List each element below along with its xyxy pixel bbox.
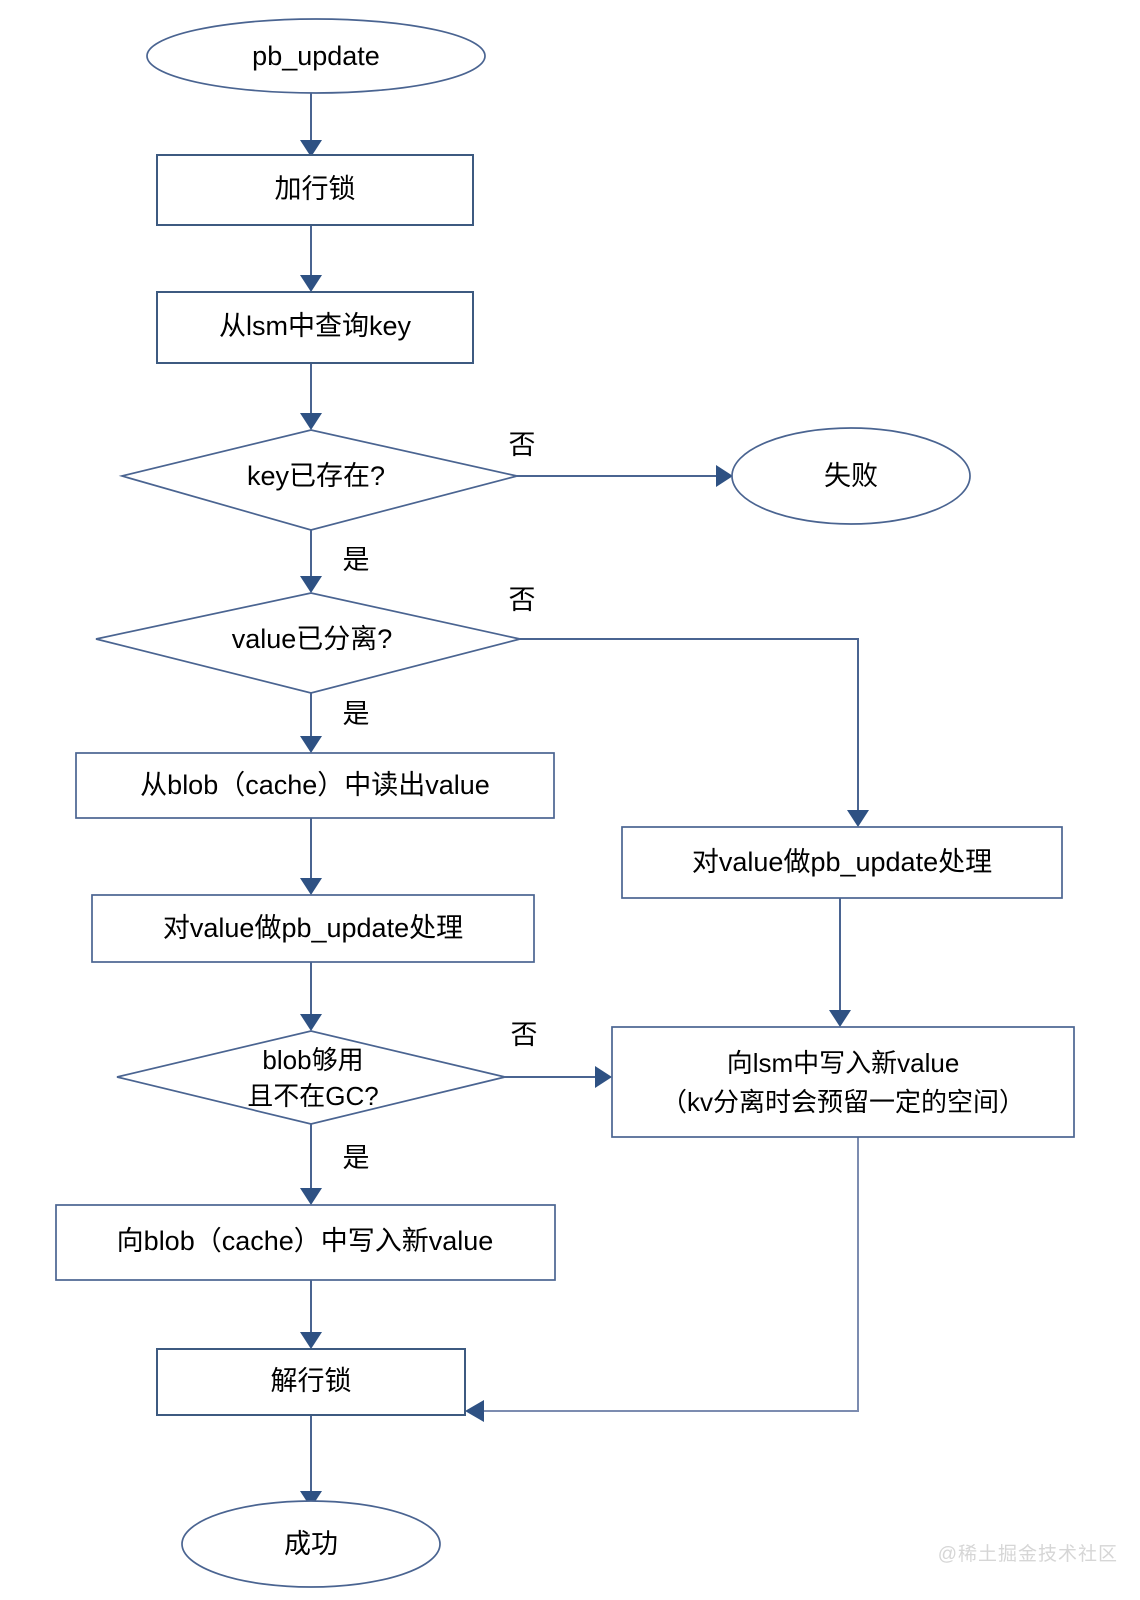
node-write-blob[interactable]: 向blob（cache）中写入新value — [55, 1204, 556, 1281]
edge-unlock-to-success — [300, 1415, 322, 1508]
node-read-blob[interactable]: 从blob（cache）中读出value — [75, 752, 555, 819]
pb-update-right-label: 对value做pb_update处理 — [692, 847, 992, 877]
pb-update-right-box[interactable] — [621, 826, 1063, 899]
start-ellipse[interactable] — [146, 18, 486, 94]
edge-start-to-lock — [300, 92, 322, 157]
edge-value-split-to-read-blob — [300, 693, 322, 753]
edge-label-blob-ok-yes: 是 — [343, 1143, 370, 1173]
connectors — [300, 92, 869, 1508]
edge-blob-ok-to-write-lsm — [505, 1066, 612, 1088]
query-box[interactable] — [156, 291, 474, 364]
fail-ellipse[interactable] — [731, 427, 971, 525]
edge-key-exists-to-value-split — [300, 530, 322, 593]
node-value-split[interactable]: value已分离? — [95, 592, 521, 694]
pb-update-left-label: 对value做pb_update处理 — [163, 913, 463, 943]
node-query[interactable]: 从lsm中查询key — [156, 291, 474, 364]
edge-value-split-to-pb-update-right — [520, 638, 869, 827]
edge-key-exists-to-fail — [517, 465, 733, 487]
query-label: 从lsm中查询key — [219, 311, 412, 341]
read-blob-label: 从blob（cache）中读出value — [140, 770, 490, 800]
node-fail[interactable]: 失败 — [731, 427, 971, 525]
lock-box[interactable] — [156, 154, 474, 226]
edge-query-to-key-exists — [300, 363, 322, 430]
edge-label-value-split-yes: 是 — [343, 699, 370, 729]
edge-pb-update-left-to-blob-ok — [300, 962, 322, 1031]
edge-read-blob-to-pb-update-left — [300, 818, 322, 895]
write-lsm-label-line2: （kv分离时会预留一定的空间） — [661, 1087, 1025, 1117]
node-lock[interactable]: 加行锁 — [156, 154, 474, 226]
blob-ok-diamond[interactable] — [116, 1030, 506, 1125]
edge-label-key-exists-yes: 是 — [343, 545, 370, 575]
edge-pb-update-right-to-write-lsm — [829, 898, 851, 1027]
blob-ok-label-line1: blob够用 — [262, 1045, 363, 1075]
node-pb-update-left[interactable]: 对value做pb_update处理 — [91, 894, 535, 963]
unlock-label: 解行锁 — [271, 1366, 352, 1396]
node-blob-ok[interactable]: blob够用 且不在GC? — [116, 1030, 506, 1125]
write-blob-label: 向blob（cache）中写入新value — [117, 1226, 494, 1256]
read-blob-box[interactable] — [75, 752, 555, 819]
write-blob-box[interactable] — [55, 1204, 556, 1281]
node-unlock[interactable]: 解行锁 — [156, 1348, 466, 1416]
lock-label: 加行锁 — [275, 174, 356, 204]
success-ellipse[interactable] — [181, 1500, 441, 1588]
node-success[interactable]: 成功 — [181, 1500, 441, 1588]
blob-ok-label-line2: 且不在GC? — [247, 1081, 378, 1111]
node-start[interactable]: pb_update — [146, 18, 486, 94]
write-lsm-label-line1: 向lsm中写入新value — [727, 1048, 960, 1078]
start-label: pb_update — [252, 41, 380, 71]
value-split-diamond[interactable] — [95, 592, 521, 694]
node-key-exists[interactable]: key已存在? — [118, 429, 518, 531]
edge-lock-to-query — [300, 225, 322, 292]
write-lsm-box[interactable] — [611, 1026, 1075, 1138]
pb-update-left-box[interactable] — [91, 894, 535, 963]
edge-write-blob-to-unlock — [300, 1280, 322, 1349]
node-write-lsm[interactable]: 向lsm中写入新value （kv分离时会预留一定的空间） — [611, 1026, 1075, 1138]
key-exists-diamond[interactable] — [118, 429, 518, 531]
node-pb-update-right[interactable]: 对value做pb_update处理 — [621, 826, 1063, 899]
fail-label: 失败 — [824, 461, 878, 491]
unlock-box[interactable] — [156, 1348, 466, 1416]
edge-label-blob-ok-no: 否 — [511, 1020, 538, 1050]
edge-labels: 否 是 否 是 否 是 — [343, 430, 538, 1173]
edge-blob-ok-to-write-blob — [300, 1124, 322, 1205]
value-split-label: value已分离? — [232, 624, 393, 654]
watermark-text: @稀土掘金技术社区 — [937, 1544, 1118, 1565]
key-exists-label: key已存在? — [247, 461, 385, 491]
edge-label-key-exists-no: 否 — [509, 430, 536, 460]
success-label: 成功 — [284, 1529, 338, 1559]
edge-label-value-split-no: 否 — [509, 585, 536, 615]
edge-write-lsm-to-unlock — [465, 1137, 859, 1422]
